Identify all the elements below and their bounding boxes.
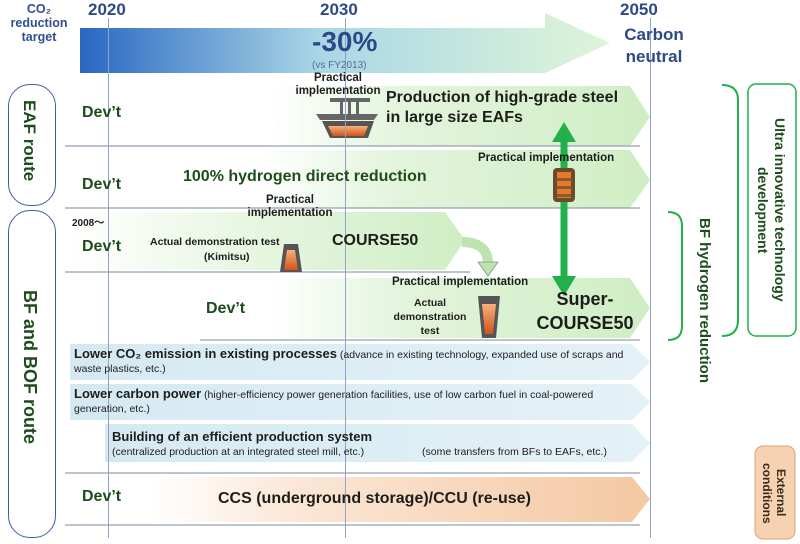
low-carbon-power-title: Lower carbon power bbox=[74, 386, 202, 401]
eaf-practical-label: Practical implementation bbox=[295, 72, 381, 97]
course50-kimitsu-label: (Kimitsu) bbox=[204, 251, 250, 263]
ccs-arrow bbox=[150, 477, 650, 522]
eaf-route-label: EAF route bbox=[20, 100, 39, 182]
year-2030: 2030 bbox=[320, 0, 358, 19]
carbon-neutral-label: Carbon neutral bbox=[624, 25, 684, 66]
bf-bof-route-label: BF and BOF route bbox=[20, 290, 40, 444]
existing-process-arrow bbox=[70, 344, 650, 380]
year-2050: 2050 bbox=[620, 0, 658, 19]
reduction-percent: -30% bbox=[312, 26, 378, 57]
efficient-system-detail: (centralized production at an integrated… bbox=[112, 446, 365, 458]
eaf-route-box bbox=[8, 84, 56, 206]
ultra-bracket bbox=[721, 84, 739, 337]
bf-bof-route-box bbox=[8, 210, 56, 538]
course50-demo-label: Actual demonstration test bbox=[150, 236, 280, 248]
eaf-devt: Dev’t bbox=[82, 104, 122, 121]
year-line-2050 bbox=[650, 18, 651, 538]
efficient-system-title: Building of an efficient production syst… bbox=[112, 429, 373, 444]
year-line-2020 bbox=[108, 18, 109, 538]
ultra-label: Ultra innovative technology development bbox=[755, 118, 788, 302]
low-carbon-power-arrow bbox=[70, 384, 650, 420]
course50-arrow bbox=[70, 212, 465, 270]
super-course50-arrow bbox=[270, 278, 650, 338]
test-furnace-icon bbox=[478, 296, 500, 338]
super-course50-demo-label: Actual demonstration test bbox=[393, 297, 467, 337]
hydrogen-arrow bbox=[260, 150, 650, 208]
hydrogen-devt: Dev’t bbox=[82, 176, 122, 193]
course50-to-super-arrow bbox=[461, 237, 493, 265]
hydrogen-practical-label: Practical implementation bbox=[478, 152, 615, 164]
blast-furnace-icon bbox=[280, 244, 302, 272]
course50-practical-label: Practical implementation bbox=[247, 194, 333, 219]
super-course50-title: Super-COURSE50 bbox=[536, 289, 634, 333]
bf-hydrogen-label: BF hydrogen reduction bbox=[696, 218, 713, 383]
low-carbon-power-detail: (higher-efficiency power generation faci… bbox=[74, 389, 594, 415]
year-2020: 2020 bbox=[88, 0, 126, 19]
target-label: CO₂ reduction target bbox=[10, 2, 68, 44]
ccs-devt: Dev’t bbox=[82, 488, 122, 505]
reduction-reference: (vs FY2013) bbox=[312, 60, 367, 71]
hydrogen-shaft-furnace-icon bbox=[553, 168, 575, 202]
existing-process-detail: (advance in existing technology, expande… bbox=[74, 349, 624, 375]
bf-hydrogen-bracket bbox=[667, 211, 683, 341]
electric-furnace-icon bbox=[316, 98, 378, 138]
ultra-box bbox=[747, 83, 797, 337]
hydrogen-title: 100% hydrogen direct reduction bbox=[183, 168, 427, 185]
super-course50-practical-label: Practical implementation bbox=[392, 276, 529, 288]
super-course50-devt: Dev’t bbox=[206, 300, 246, 317]
course50-title: COURSE50 bbox=[332, 232, 419, 249]
course50-devt: Dev’t bbox=[82, 238, 122, 255]
existing-process-text: Lower CO₂ emission in existing processes… bbox=[74, 347, 634, 376]
efficient-system-detail-2: (some transfers from BFs to EAFs, etc.) bbox=[422, 446, 607, 458]
course50-since: 2008～ bbox=[72, 218, 105, 229]
external-conditions-box bbox=[754, 445, 796, 540]
ccs-title: CCS (underground storage)/CCU (re-use) bbox=[218, 490, 531, 507]
eaf-title: Production of high-grade steel in large … bbox=[386, 89, 619, 126]
low-carbon-power-text: Lower carbon power (higher-efficiency po… bbox=[74, 387, 634, 416]
efficient-system-arrow bbox=[105, 424, 650, 462]
existing-process-title: Lower CO₂ emission in existing processes bbox=[74, 346, 337, 361]
external-conditions-label: External conditions bbox=[760, 462, 788, 524]
year-line-2030 bbox=[345, 18, 346, 538]
